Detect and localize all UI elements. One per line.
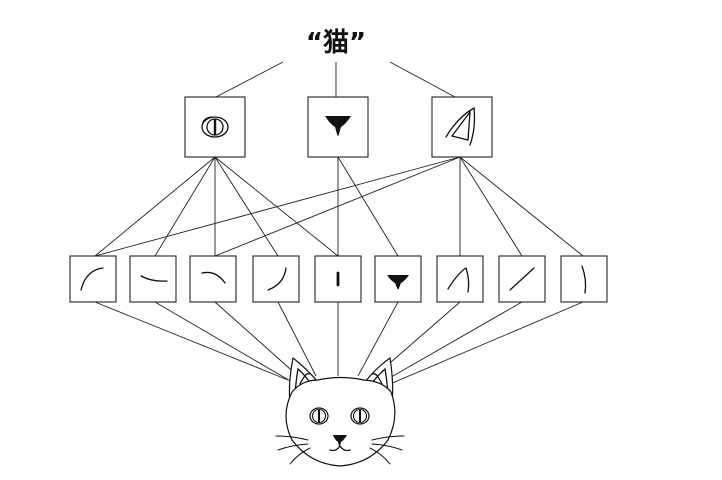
low-feature-7 <box>436 255 484 303</box>
nose-shape-icon <box>387 275 409 290</box>
edges-low-to-cat <box>94 301 584 385</box>
curve-hook-icon <box>267 267 287 291</box>
low-feature-3 <box>189 255 237 303</box>
low-feature-5 <box>314 255 362 303</box>
low-feature-2 <box>129 255 177 303</box>
cat-nose-icon <box>325 116 351 136</box>
cat-face-icon <box>275 357 405 467</box>
high-feature-eye <box>184 96 246 158</box>
low-feature-9 <box>560 255 608 303</box>
low-feature-4 <box>252 255 300 303</box>
low-feature-6 <box>374 255 422 303</box>
curve-cap-icon <box>201 271 226 284</box>
cat-ear-icon <box>445 106 476 146</box>
edges-label-to-high <box>215 61 456 98</box>
low-feature-8 <box>498 255 546 303</box>
high-level-features <box>184 96 493 158</box>
ear-outline-icon <box>447 267 470 293</box>
low-feature-1 <box>69 255 117 303</box>
curve-arc-icon <box>80 267 104 291</box>
cat-eye-icon <box>201 116 229 138</box>
diagonal-line-icon <box>509 267 535 291</box>
high-feature-nose <box>307 96 369 158</box>
curve-dip-icon <box>140 275 168 282</box>
vertical-curve-icon <box>581 265 587 294</box>
top-label: “猫” <box>306 28 366 58</box>
high-feature-ear <box>431 96 493 158</box>
edges-high-to-low <box>94 156 584 257</box>
low-level-features <box>69 255 608 303</box>
